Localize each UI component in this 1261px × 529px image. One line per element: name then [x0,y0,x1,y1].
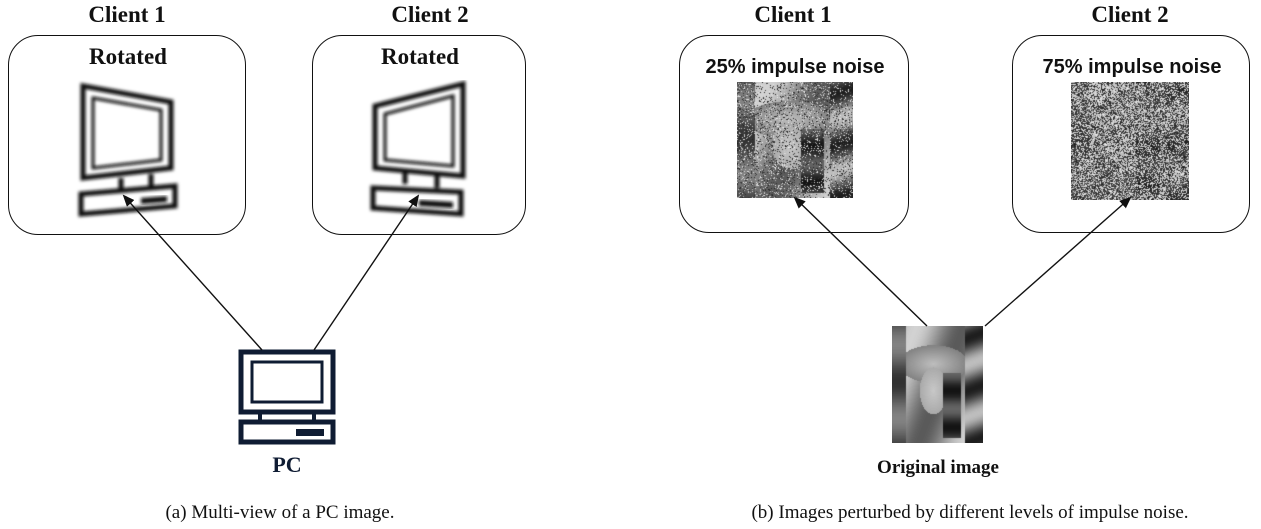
panel-b-client1-label: 25% impulse noise [705,56,885,78]
arrow-pc-to-client1 [122,194,263,351]
panel-b-client1-box: 25% impulse noise [679,35,909,233]
panel-a-client1-title: Client 1 [88,2,166,27]
panel-b-client2-title: Client 2 [1091,2,1169,27]
original-image-label: Original image [877,457,999,478]
panel-a-client2-label: Rotated [381,44,459,69]
panel-b-client1-title: Client 1 [754,2,832,27]
desktop-pc-icon [238,349,336,445]
panel-b-caption: (b) Images perturbed by different levels… [751,502,1189,523]
panel-a-caption: (a) Multi-view of a PC image. [165,502,395,523]
arrow-original-to-client1 [793,196,928,327]
rotated-monitor-icon [370,80,466,217]
noisy-image-75 [1071,82,1189,200]
arrow-pc-to-client2 [313,194,420,351]
noisy-image-25 [737,82,853,198]
rotated-monitor-icon [78,83,178,217]
panel-b-client2-label: 75% impulse noise [1042,56,1222,78]
pc-label: PC [272,452,302,477]
arrow-original-to-client2 [984,196,1132,327]
original-image [892,326,983,443]
panel-a-client2-title: Client 2 [391,2,469,27]
panel-a-client1-label: Rotated [89,44,167,69]
